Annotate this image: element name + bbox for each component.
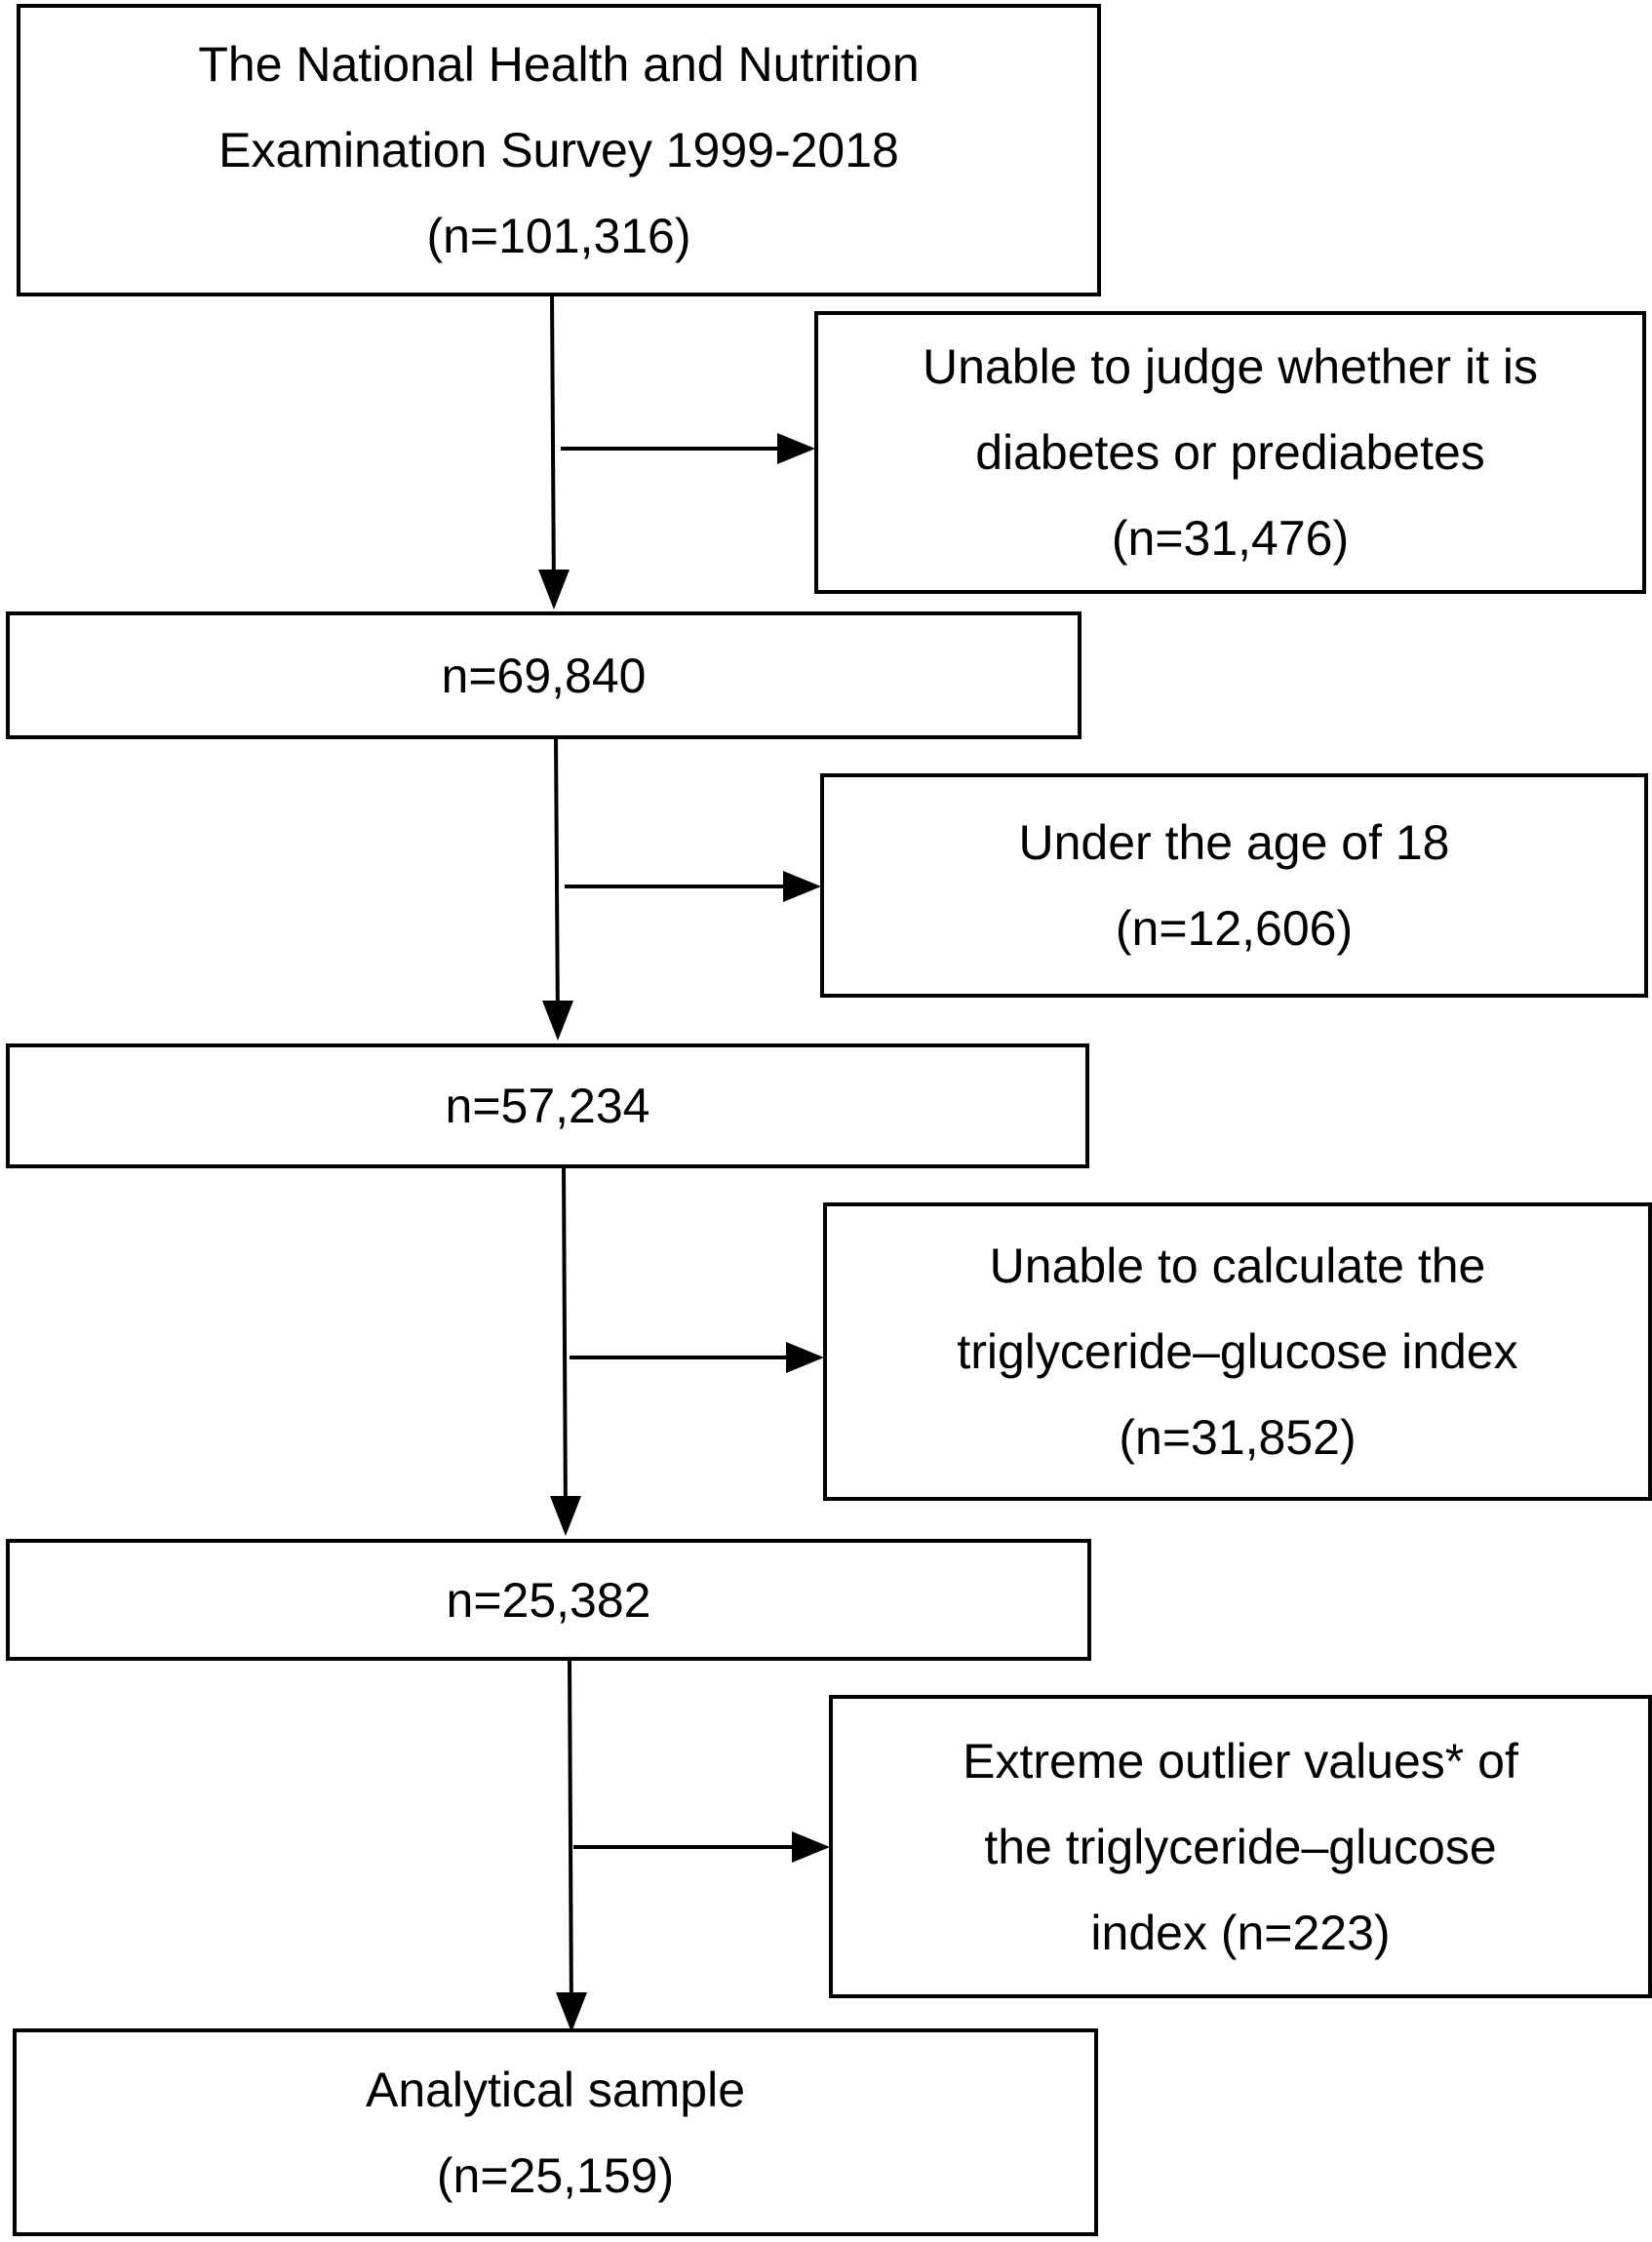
final-box: Analytical sample (n=25,159) [13,2028,1098,2236]
down-arrow-3 [562,1165,568,1524]
exclusion-box-3: Unable to calculate the triglyceride–glu… [823,1202,1652,1501]
exclusion-1-line-3: (n=31,476) [1111,511,1350,566]
step1-count: n=69,840 [441,648,647,703]
exclusion-4-line-3: index (n=223) [1090,1905,1391,1960]
down-arrow-2 [554,736,560,1029]
exclusion-3-line-1: Unable to calculate the [989,1239,1486,1293]
exclusion-4-line-2: the triglyceride–glucose [984,1819,1497,1874]
exclusion-3-line-2: triglyceride–glucose index [957,1324,1518,1379]
source-line-3: (n=101,316) [426,209,691,263]
arrowhead-right-2 [783,871,821,902]
source-box: The National Health and Nutrition Examin… [17,4,1101,296]
down-arrow-4 [568,1658,573,2021]
final-line-1: Analytical sample [365,2062,746,2117]
step3-count: n=25,382 [446,1572,651,1628]
step1-box: n=69,840 [6,611,1082,739]
exclusion-2-line-1: Under the age of 18 [1018,815,1450,870]
final-line-2: (n=25,159) [436,2147,675,2203]
source-line-2: Examination Survey 1999-2018 [218,123,899,177]
down-arrow-1 [550,294,556,598]
exclusion-4-line-1: Extreme outlier values* of [963,1733,1518,1789]
arrowhead-down-3 [550,1496,581,1536]
arrowhead-right-1 [777,433,815,464]
arrowhead-down-4 [556,1992,587,2032]
arrowhead-down-1 [538,570,570,610]
exclusion-2-line-2: (n=12,606) [1115,901,1354,956]
arrowhead-right-4 [792,1831,830,1863]
exclusion-1-line-1: Unable to judge whether it is [923,339,1538,394]
exclusion-box-2: Under the age of 18 (n=12,606) [820,773,1648,998]
step2-box: n=57,234 [6,1043,1089,1168]
step3-box: n=25,382 [6,1539,1091,1661]
exclusion-1-line-2: diabetes or prediabetes [975,425,1485,480]
exclusion-box-1: Unable to judge whether it is diabetes o… [814,311,1646,594]
exclusion-box-4: Extreme outlier values* of the triglycer… [829,1695,1652,1998]
step2-count: n=57,234 [445,1079,650,1133]
exclusion-3-line-3: (n=31,852) [1119,1410,1357,1465]
arrowhead-down-2 [542,1001,573,1041]
source-line-1: The National Health and Nutrition [198,37,920,92]
arrowhead-right-3 [786,1342,824,1373]
